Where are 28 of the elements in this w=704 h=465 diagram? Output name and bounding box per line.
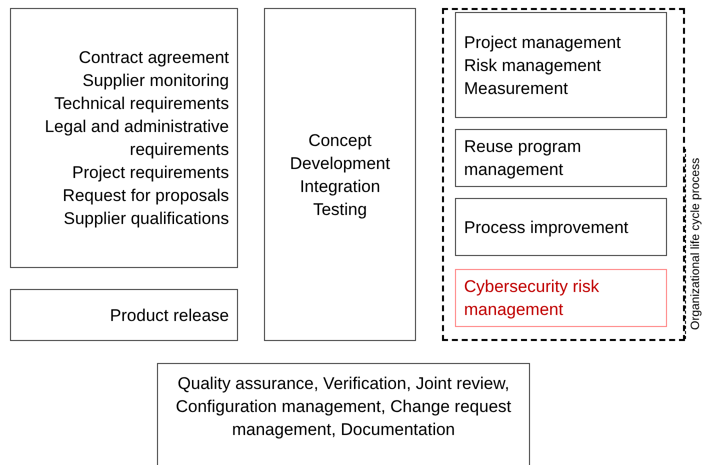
process-box — [455, 198, 667, 256]
process-label: Legal and administrative requirements — [44, 116, 229, 161]
process-box — [455, 269, 667, 327]
process-label: Project requirements — [71, 162, 229, 184]
group-label: Organizational life cycle process — [685, 149, 703, 339]
process-label: Process improvement — [464, 216, 630, 238]
process-label: Supplier monitoring — [82, 70, 229, 92]
process-label: Concept — [308, 130, 372, 152]
process-box — [264, 8, 416, 341]
process-box — [455, 12, 667, 118]
process-label: Reuse program management — [464, 136, 582, 181]
process-label: Product release — [110, 304, 229, 326]
process-box — [157, 363, 530, 465]
process-box — [10, 8, 238, 268]
process-label: Measurement — [464, 78, 569, 100]
process-label: Cybersecurity risk management — [464, 276, 600, 321]
process-label: Quality assurance, Verification, Joint review, Configuration management, Change request management, Documentation — [174, 373, 512, 441]
process-label: Development — [290, 152, 390, 174]
process-label: Testing — [313, 198, 367, 220]
process-label: Risk management — [464, 54, 602, 76]
process-label: Technical requirements — [53, 93, 229, 115]
process-label: Request for proposals — [62, 185, 229, 207]
process-box — [10, 289, 238, 341]
process-label: Supplier qualifications — [62, 208, 229, 230]
process-label: Integration — [300, 176, 380, 198]
process-label: Contract agreement — [78, 47, 229, 69]
process-label: Project management — [464, 32, 622, 54]
process-box — [455, 129, 667, 187]
